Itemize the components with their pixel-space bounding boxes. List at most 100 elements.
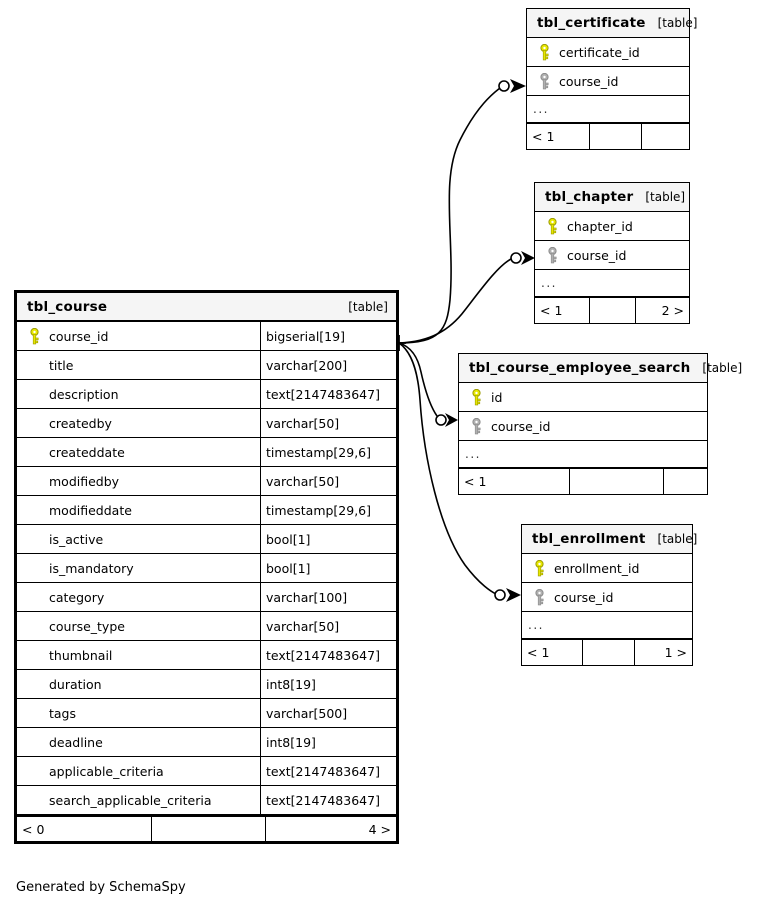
table-row[interactable]: chapter_id: [535, 212, 689, 241]
column-name-cell: modifiedby: [17, 474, 260, 489]
table-row[interactable]: deadline int8[19]: [17, 728, 396, 757]
edge-course-to-course-employee-search: [398, 342, 438, 417]
footer-child-count[interactable]: [663, 469, 707, 494]
table-row[interactable]: course_id: [535, 241, 689, 270]
table-row[interactable]: thumbnail text[2147483647]: [17, 641, 396, 670]
table-row[interactable]: description text[2147483647]: [17, 380, 396, 409]
table-row[interactable]: certificate_id: [527, 38, 689, 67]
column-name-cell: thumbnail: [17, 648, 260, 663]
footer-child-count[interactable]: [641, 124, 689, 149]
table-title: tbl_enrollment: [532, 531, 646, 547]
column-type: varchar[50]: [260, 467, 396, 495]
column-name-cell: search_applicable_criteria: [17, 793, 260, 808]
table-footer-tbl-chapter: < 1 2 >: [535, 297, 689, 323]
table-row[interactable]: title varchar[200]: [17, 351, 396, 380]
footer-parent-count[interactable]: < 1: [540, 303, 563, 318]
table-row[interactable]: is_active bool[1]: [17, 525, 396, 554]
foreign-key-icon: [541, 246, 563, 264]
column-name: course_id: [567, 247, 627, 263]
column-name-cell: id: [459, 388, 707, 406]
footer-child-count[interactable]: 1 >: [634, 640, 692, 665]
table-row[interactable]: id: [459, 383, 707, 412]
footer-parent-count[interactable]: < 1: [464, 474, 487, 489]
table-row[interactable]: enrollment_id: [522, 554, 692, 583]
column-type: bool[1]: [260, 554, 396, 582]
table-row[interactable]: is_mandatory bool[1]: [17, 554, 396, 583]
edge-marker-optional-certificate: [498, 80, 510, 92]
more-columns-ellipsis: ...: [535, 270, 689, 297]
edge-course-to-chapter: [398, 258, 512, 344]
footer-parent-count[interactable]: < 1: [527, 645, 550, 660]
table-header-tbl-course-employee-search: tbl_course_employee_search [table]: [459, 354, 742, 383]
column-type: bool[1]: [260, 525, 396, 553]
primary-key-icon: [23, 327, 45, 345]
column-name-cell: category: [17, 590, 260, 605]
footer-parent-count[interactable]: < 0: [22, 821, 45, 837]
table-row[interactable]: createddate timestamp[29,6]: [17, 438, 396, 467]
column-name-cell: is_active: [17, 532, 260, 547]
column-name-cell: course_id: [522, 588, 692, 606]
table-row[interactable]: tags varchar[500]: [17, 699, 396, 728]
column-name-cell: duration: [17, 677, 260, 692]
more-columns-ellipsis: ...: [459, 441, 707, 468]
table-node-tbl-course[interactable]: tbl_course [table] course_id bigserial[1…: [14, 290, 399, 844]
column-type: int8[19]: [260, 670, 396, 698]
column-name-cell: enrollment_id: [522, 559, 692, 577]
table-footer-tbl-course: < 0 4 >: [17, 815, 396, 841]
footer-child-count[interactable]: 4 >: [265, 817, 396, 841]
table-row[interactable]: category varchar[100]: [17, 583, 396, 612]
column-name-cell: course_id: [17, 327, 260, 345]
table-node-tbl-chapter[interactable]: tbl_chapter [table] chapter_id course_id…: [534, 182, 690, 324]
table-row[interactable]: modifiedby varchar[50]: [17, 467, 396, 496]
column-name-cell: createdby: [17, 416, 260, 431]
table-row[interactable]: course_id: [522, 583, 692, 612]
column-name: id: [491, 389, 503, 405]
footer-middle-cell: [589, 124, 641, 149]
column-name-cell: course_id: [527, 72, 689, 90]
table-kind-label: [table]: [657, 532, 698, 546]
column-type: int8[19]: [260, 728, 396, 756]
table-footer-tbl-course-employee-search: < 1: [459, 468, 707, 494]
foreign-key-icon: [465, 417, 487, 435]
table-node-tbl-enrollment[interactable]: tbl_enrollment [table] enrollment_id cou…: [521, 524, 697, 666]
column-name: is_mandatory: [49, 560, 134, 576]
table-row[interactable]: duration int8[19]: [17, 670, 396, 699]
primary-key-icon: [528, 559, 550, 577]
table-row[interactable]: modifieddate timestamp[29,6]: [17, 496, 396, 525]
table-row[interactable]: course_id: [527, 67, 689, 96]
column-name-cell: applicable_criteria: [17, 764, 260, 779]
column-name: description: [49, 386, 119, 402]
table-node-tbl-certificate[interactable]: tbl_certificate [table] certificate_id c…: [526, 8, 697, 150]
table-row[interactable]: course_id: [459, 412, 707, 441]
foreign-key-icon: [533, 72, 555, 90]
table-row[interactable]: search_applicable_criteria text[21474836…: [17, 786, 396, 815]
generated-by-credit: Generated by SchemaSpy: [16, 880, 186, 895]
column-name-cell: tags: [17, 706, 260, 721]
table-title: tbl_course: [27, 298, 108, 315]
table-node-tbl-course-employee-search[interactable]: tbl_course_employee_search [table] id co…: [458, 353, 742, 495]
column-name: tags: [49, 705, 77, 721]
table-row[interactable]: course_id bigserial[19]: [17, 322, 396, 351]
column-name-cell: course_id: [535, 246, 689, 264]
column-name: course_id: [559, 73, 619, 89]
footer-parent-count[interactable]: < 1: [532, 129, 555, 144]
footer-child-count[interactable]: 2 >: [635, 298, 689, 323]
column-name: applicable_criteria: [49, 763, 164, 779]
column-name-cell: title: [17, 358, 260, 373]
table-row[interactable]: applicable_criteria text[2147483647]: [17, 757, 396, 786]
table-title: tbl_course_employee_search: [469, 360, 691, 376]
column-name: deadline: [49, 734, 103, 750]
column-type: varchar[500]: [260, 699, 396, 727]
column-name: thumbnail: [49, 647, 113, 663]
table-header-tbl-course: tbl_course [table]: [17, 293, 396, 322]
table-row[interactable]: course_type varchar[50]: [17, 612, 396, 641]
column-name: title: [49, 357, 74, 373]
column-name: course_id: [49, 328, 109, 344]
table-row[interactable]: createdby varchar[50]: [17, 409, 396, 438]
column-name: is_active: [49, 531, 104, 547]
edge-marker-many-enrollment: [506, 588, 521, 602]
table-footer-tbl-enrollment: < 1 1 >: [522, 639, 692, 665]
table-kind-label: [table]: [645, 190, 686, 204]
primary-key-icon: [465, 388, 487, 406]
